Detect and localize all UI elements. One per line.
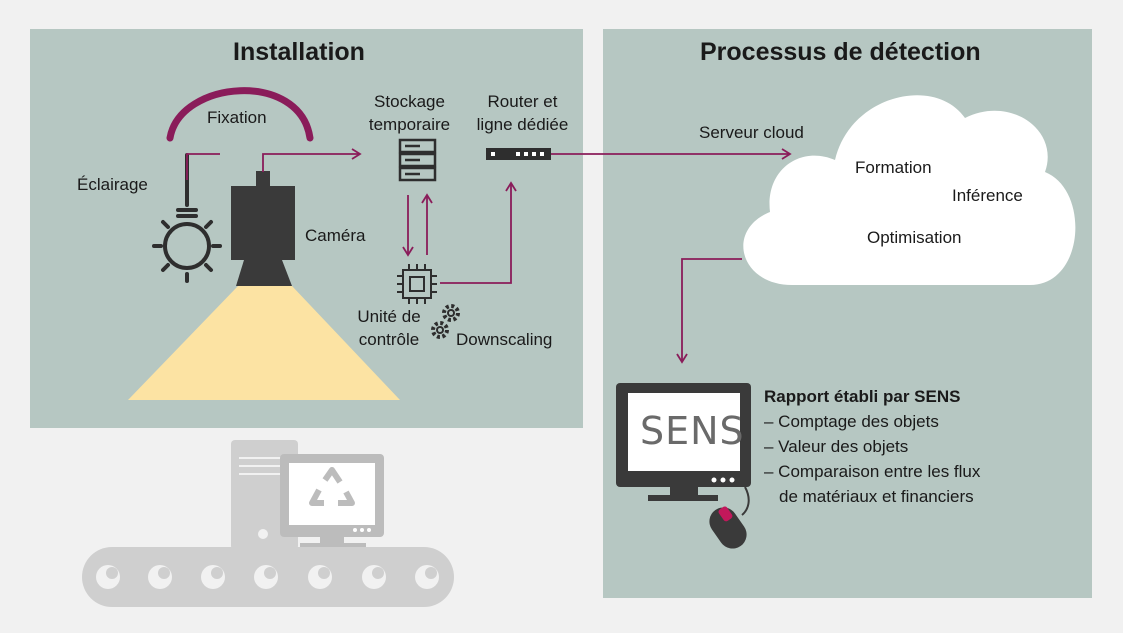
report-item: – Valeur des objets bbox=[764, 437, 909, 456]
downscaling-label: Downscaling bbox=[456, 330, 553, 349]
chip-icon bbox=[397, 264, 437, 304]
router-label-line2: ligne dédiée bbox=[476, 115, 569, 134]
camera-icon bbox=[231, 171, 295, 286]
stockage-label: Stockage temporaire bbox=[362, 90, 457, 136]
cloud-to-report-arrow bbox=[676, 258, 742, 364]
camera-to-storage-arrow bbox=[262, 148, 362, 172]
eclairage-label: Éclairage bbox=[77, 175, 148, 194]
unite-label: Unité de contrôle bbox=[345, 305, 433, 351]
detection-title: Processus de détection bbox=[700, 38, 981, 66]
stockage-label-line2: temporaire bbox=[368, 115, 451, 134]
report-item: – Comptage des objets bbox=[764, 412, 939, 431]
unite-label-line1: Unité de bbox=[357, 307, 421, 326]
report-block: Rapport établi par SENS – Comptage des o… bbox=[764, 384, 980, 509]
recycling-machine bbox=[231, 440, 384, 550]
serveur-label: Serveur cloud bbox=[699, 123, 804, 142]
cloud-item-optimisation: Optimisation bbox=[867, 228, 962, 247]
lamp-connector bbox=[186, 153, 220, 180]
server-icon bbox=[398, 138, 437, 182]
router-label: Router et ligne dédiée bbox=[470, 90, 575, 136]
gear-icon bbox=[431, 304, 460, 339]
light-beam bbox=[128, 286, 400, 400]
chip-to-router-arrow bbox=[440, 181, 517, 284]
conveyor-icon bbox=[82, 547, 454, 607]
fixation-arc bbox=[166, 87, 314, 142]
stockage-label-line1: Stockage bbox=[374, 92, 445, 111]
cloud-icon bbox=[743, 95, 1076, 285]
installation-title: Installation bbox=[233, 38, 365, 66]
cloud-item-inference: Inférence bbox=[952, 186, 1023, 205]
router-label-line1: Router et bbox=[487, 92, 558, 111]
mouse-icon bbox=[709, 506, 747, 549]
monitor-icon bbox=[616, 383, 751, 516]
report-heading: Rapport établi par SENS bbox=[764, 387, 961, 406]
cloud-item-formation: Formation bbox=[855, 158, 932, 177]
report-item: – Comparaison entre les flux bbox=[764, 462, 981, 481]
camera-label: Caméra bbox=[305, 226, 366, 245]
recycle-icon bbox=[309, 467, 355, 506]
sens-logo: SENS bbox=[640, 409, 745, 453]
report-item: de matériaux et financiers bbox=[779, 487, 974, 506]
fixation-label: Fixation bbox=[207, 108, 267, 127]
router-icon bbox=[486, 148, 551, 160]
unite-label-line2: contrôle bbox=[358, 330, 420, 349]
